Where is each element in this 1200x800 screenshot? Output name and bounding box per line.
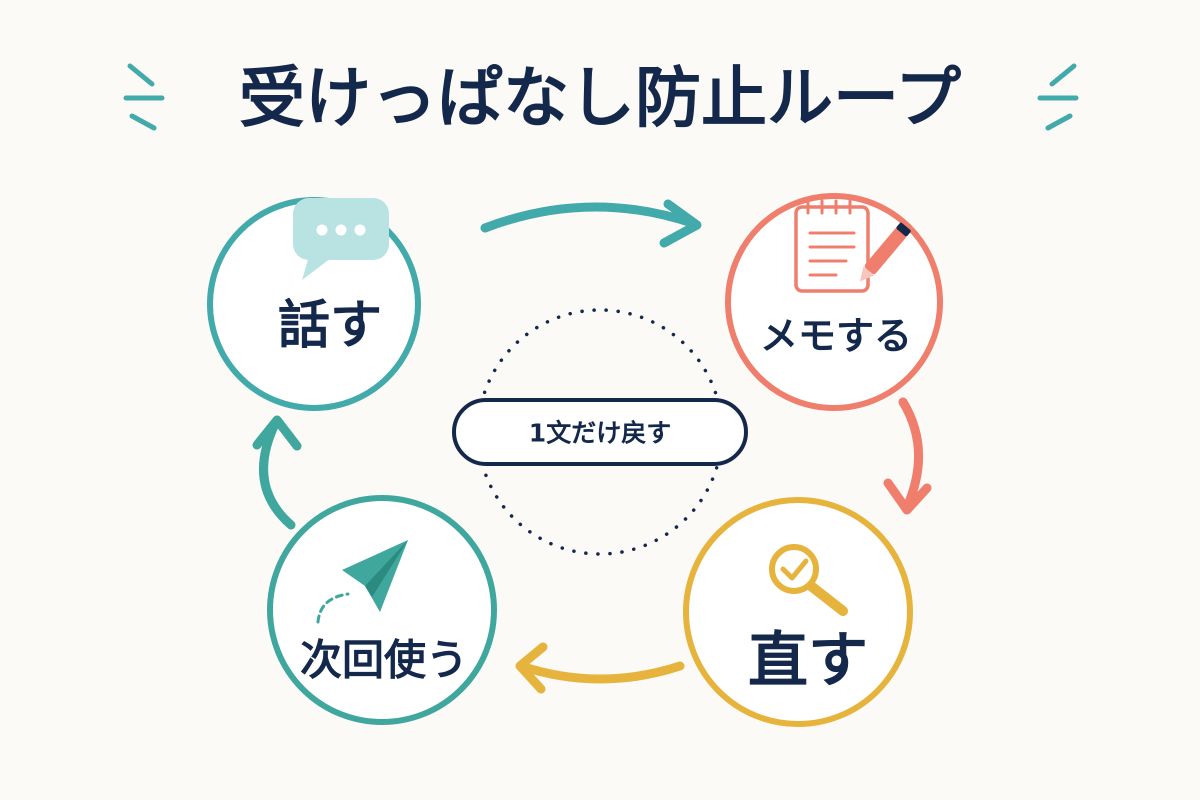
paper-plane-icon	[316, 540, 408, 624]
diagram-title: 受けっぱなし防止ループ	[239, 60, 961, 137]
step-talk: 話す	[207, 197, 421, 411]
arrow-next-to-talk	[252, 415, 302, 530]
center-group: 1文だけ戻す	[452, 308, 748, 556]
center-pill	[452, 398, 748, 466]
step-next-label: 次回使う	[300, 636, 468, 685]
step-fix-circle	[683, 497, 913, 727]
step-memo: メモする	[725, 193, 943, 411]
step-memo-label: メモする	[760, 314, 912, 358]
step-next-circle	[267, 495, 497, 725]
arrow-talk-to-memo	[480, 199, 702, 248]
flow-arrows	[252, 199, 932, 694]
notepad-pen-icon	[794, 199, 911, 293]
magnifier-check-icon	[769, 544, 848, 616]
speech-bubble-icon	[293, 198, 389, 280]
arrow-memo-to-fix	[883, 397, 932, 515]
title-accent-left	[123, 63, 165, 131]
step-fix-label: 直す	[748, 626, 868, 696]
step-fix: 直す	[683, 497, 913, 727]
center-label: 1文だけ戻す	[529, 419, 671, 448]
arrow-fix-to-next	[515, 642, 685, 694]
step-talk-label: 話す	[278, 296, 382, 356]
title-accent-right	[1037, 63, 1079, 131]
title-group: 受けっぱなし防止ループ	[123, 60, 1079, 137]
step-next: 次回使う	[267, 495, 497, 725]
